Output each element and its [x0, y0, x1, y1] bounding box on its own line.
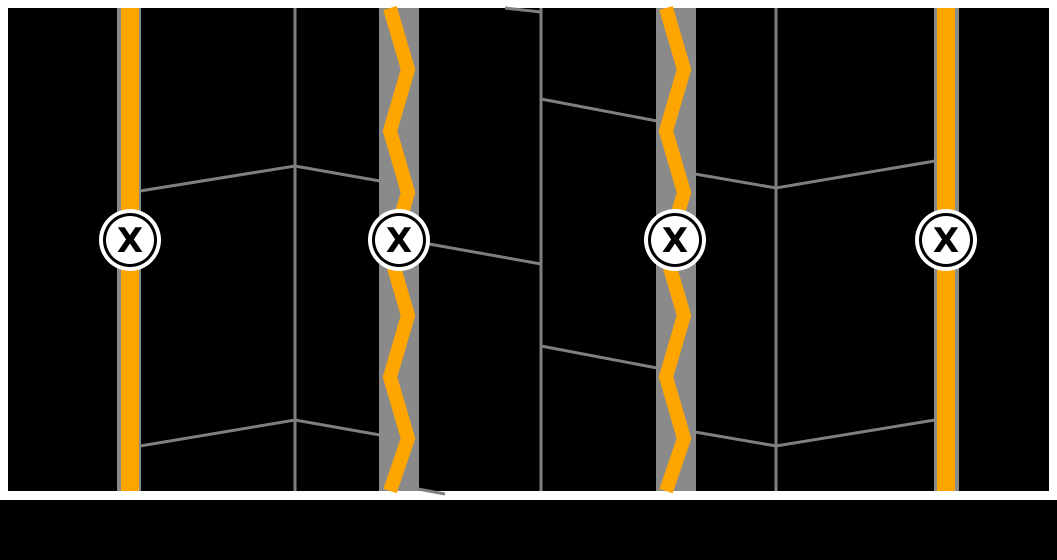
marker-inner-disc: [375, 216, 423, 264]
marker-label: X: [933, 221, 959, 261]
sipe-line: [417, 487, 446, 496]
x-marker-icon: X: [99, 209, 161, 271]
sipe-line: [417, 240, 542, 266]
sipe-line: [694, 159, 936, 190]
sipe-line: [139, 164, 381, 193]
sipe-line: [540, 344, 658, 370]
tread-panel: [8, 8, 1049, 491]
sipe-line: [139, 418, 381, 448]
marker-label: X: [386, 221, 412, 261]
marker-label: X: [662, 221, 688, 261]
sipe-line: [540, 97, 658, 123]
sipe-line: [504, 6, 542, 14]
x-marker-icon: X: [915, 209, 977, 271]
marker-inner-disc: [922, 216, 970, 264]
sipe-line: [694, 418, 936, 448]
marker-inner-disc: [651, 216, 699, 264]
x-marker-icon: X: [368, 209, 430, 271]
x-marker-icon: X: [644, 209, 706, 271]
marker-inner-disc: [106, 216, 154, 264]
footer-bar: [0, 500, 1057, 560]
sipe-lines: [139, 6, 936, 496]
marker-label: X: [117, 221, 143, 261]
